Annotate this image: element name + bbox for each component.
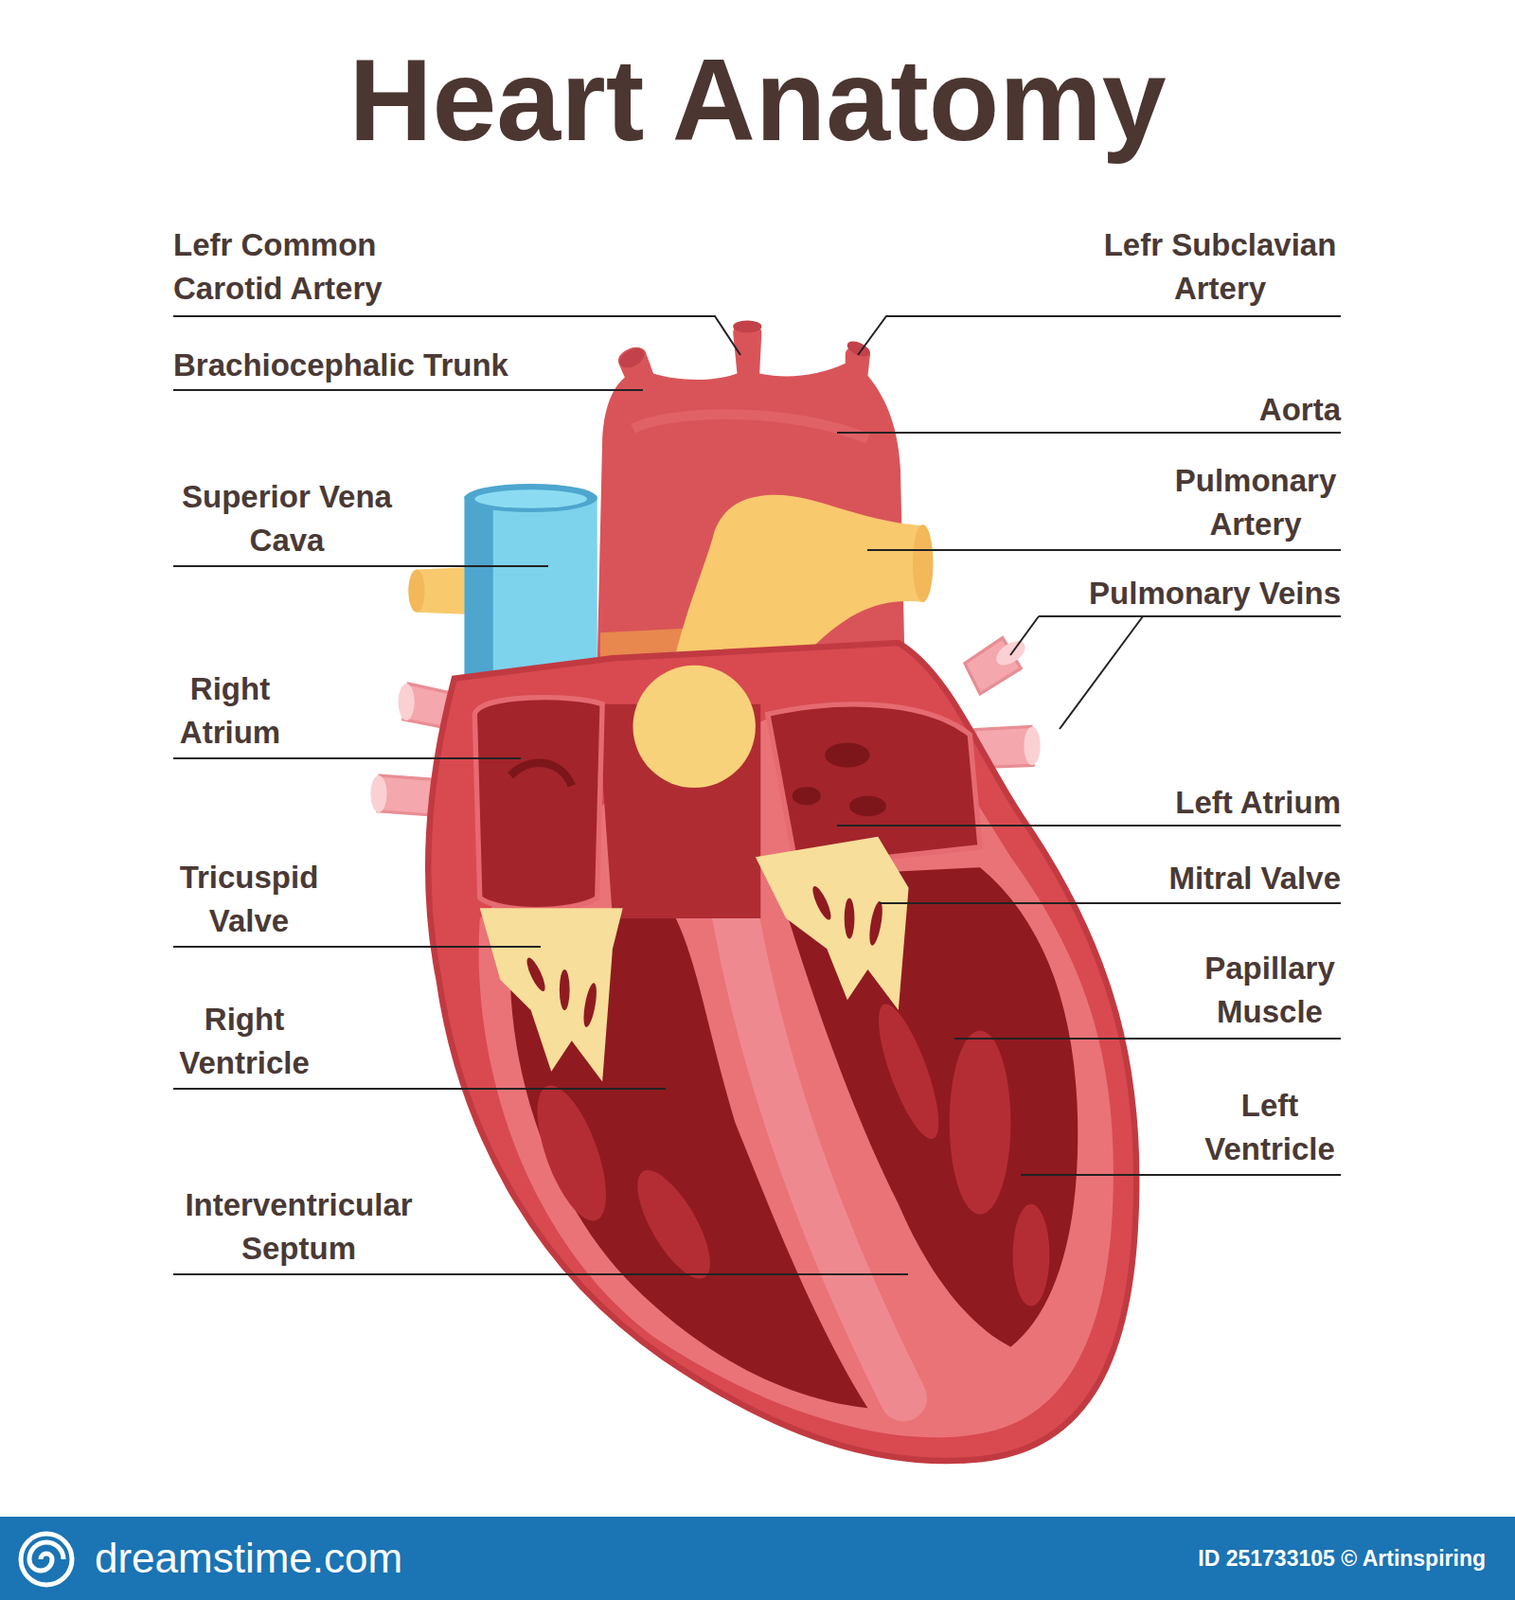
leader-lines — [173, 316, 1341, 1275]
part-label: Brachiocephalic Trunk — [173, 343, 509, 388]
part-label: Mitral Valve — [1168, 856, 1341, 901]
part-label: Interventricular Septum — [173, 1183, 425, 1271]
watermark-text: ID 251733105 © Artinspiring — [1197, 1546, 1486, 1573]
footer-bar — [0, 1516, 1515, 1600]
part-label: Papillary Muscle — [1198, 946, 1341, 1034]
part-label: Lefr Common Carotid Artery — [173, 223, 420, 311]
part-label: Aorta — [1259, 388, 1341, 432]
part-label: Superior Vena Cava — [173, 475, 401, 563]
footer-logo — [20, 1533, 72, 1586]
part-label: Right Ventricle — [173, 998, 316, 1086]
part-label: Right Atrium — [173, 667, 287, 755]
part-label: Pulmonary Veins — [1088, 571, 1341, 616]
part-label: Tricuspid Valve — [173, 855, 325, 944]
part-label: Left Atrium — [1175, 781, 1341, 825]
part-label: Pulmonary Artery — [1170, 459, 1341, 547]
title: Heart Anatomy — [0, 34, 1515, 167]
part-label: Left Ventricle — [1198, 1084, 1341, 1172]
heart-drawing — [370, 320, 1137, 1462]
part-label: Lefr Subclavian Artery — [1099, 223, 1341, 311]
watermark-text: dreamstime.com — [94, 1533, 403, 1585]
